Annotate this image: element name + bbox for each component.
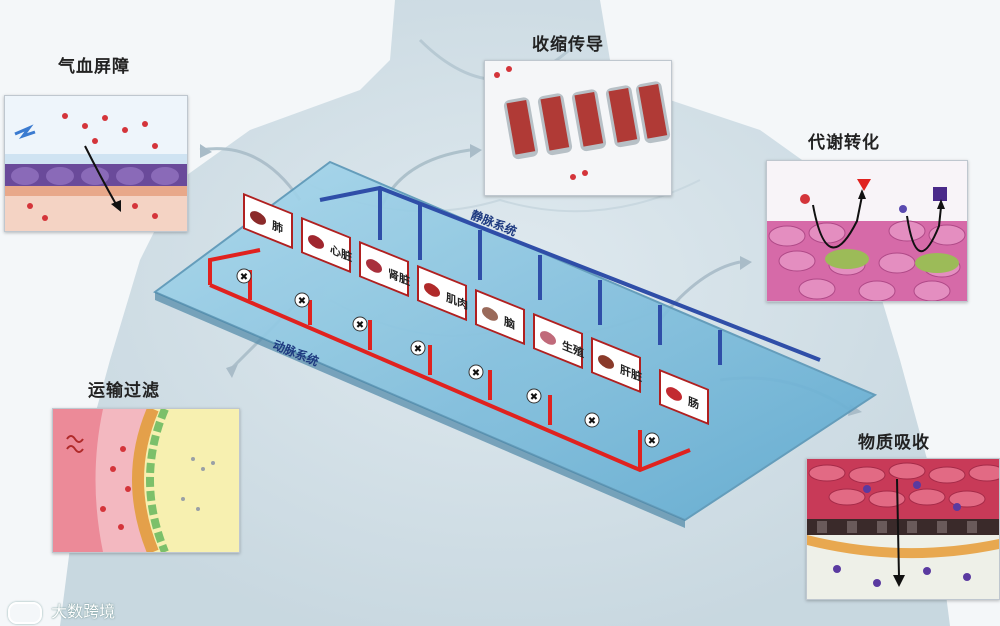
contraction-illustration [485, 61, 671, 195]
transport-title: 运输过滤 [88, 376, 160, 401]
valve-icon: ✖ [411, 341, 425, 355]
organ-card-box [302, 218, 350, 271]
organ-card-box [592, 338, 640, 391]
valve-icon: ✖ [295, 293, 309, 307]
valve-symbol: ✖ [298, 296, 306, 307]
valve-symbol: ✖ [240, 272, 248, 283]
watermark: 大数跨境 [8, 598, 115, 624]
watermark-text: 大数跨境 [51, 602, 115, 621]
organ-card: 肠 [660, 370, 708, 423]
air-blood-barrier-illustration [5, 96, 187, 231]
organ-card-box [418, 266, 466, 319]
valve-icon: ✖ [469, 365, 483, 379]
organ-card: 脑 [476, 290, 524, 343]
organ-card-box [660, 370, 708, 423]
watermark-logo-icon [8, 602, 42, 624]
valve-symbol: ✖ [648, 436, 656, 447]
valve-symbol: ✖ [472, 368, 480, 379]
metabolism-panel [766, 160, 968, 302]
organ-card: 生殖 [534, 314, 585, 368]
transport-illustration [53, 409, 239, 552]
air-blood-barrier-title: 气血屏障 [58, 52, 130, 77]
organ-card: 肺 [244, 194, 292, 247]
organ-card: 肝脏 [592, 338, 643, 392]
valve-symbol: ✖ [588, 416, 596, 427]
absorption-panel [806, 458, 1000, 600]
valve-symbol: ✖ [530, 392, 538, 403]
valve-icon: ✖ [527, 389, 541, 403]
contraction-panel [484, 60, 672, 196]
organ-card: 肾脏 [360, 242, 411, 296]
transport-panel [52, 408, 240, 553]
valve-icon: ✖ [353, 317, 367, 331]
metabolism-title: 代谢转化 [808, 128, 880, 153]
valve-icon: ✖ [645, 433, 659, 447]
absorption-title: 物质吸收 [858, 428, 930, 453]
organ-card-box [476, 290, 524, 343]
metabolism-illustration [767, 161, 967, 301]
valve-symbol: ✖ [414, 344, 422, 355]
organ-card: 肌肉 [418, 266, 468, 320]
organ-card-box [244, 194, 292, 247]
organ-card-box [360, 242, 408, 295]
absorption-illustration [807, 459, 999, 599]
air-blood-barrier-panel [4, 95, 188, 232]
valve-icon: ✖ [585, 413, 599, 427]
valve-icon: ✖ [237, 269, 251, 283]
organ-card: 心脏 [302, 218, 353, 272]
valve-symbol: ✖ [356, 320, 364, 331]
organ-card-box [534, 314, 582, 367]
contraction-title: 收缩传导 [532, 30, 604, 55]
